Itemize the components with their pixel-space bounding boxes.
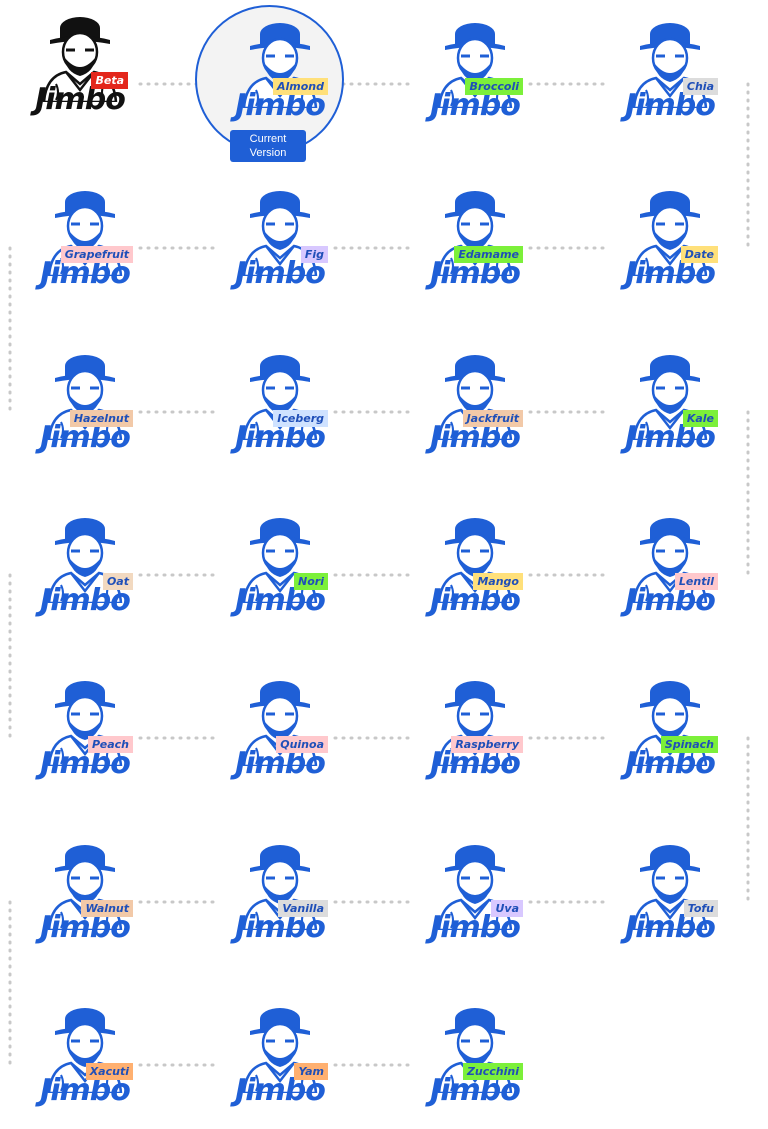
current-version-label: Current Version xyxy=(249,133,287,159)
man-in-hat-icon xyxy=(242,191,318,276)
version-logo-fig: Jimbo Fig xyxy=(230,188,330,300)
version-logo-date: Jimbo Date xyxy=(620,188,720,300)
version-logo-tofu: Jimbo Tofu xyxy=(620,842,720,954)
version-tag: Oat xyxy=(102,573,133,590)
version-tag: Zucchini xyxy=(462,1063,523,1080)
version-tag: Yam xyxy=(294,1063,328,1080)
version-tag: Iceberg xyxy=(273,410,328,427)
version-tag: Edamame xyxy=(454,246,523,263)
version-tag: Nori xyxy=(294,573,328,590)
version-tag: Peach xyxy=(87,736,133,753)
version-tag: Spinach xyxy=(660,736,718,753)
version-logo-oat: Jimbo Oat xyxy=(35,515,135,627)
man-in-hat-icon xyxy=(437,845,513,930)
version-tag: Quinoa xyxy=(276,736,328,753)
version-logo-chia: Jimbo Chia xyxy=(620,20,720,132)
man-in-hat-icon xyxy=(242,681,318,766)
version-tag: Uva xyxy=(491,900,523,917)
version-tag: Chia xyxy=(682,78,718,95)
version-tag: Mango xyxy=(473,573,523,590)
beta-tag: Beta xyxy=(91,72,128,89)
version-logo-kale: Jimbo Kale xyxy=(620,352,720,464)
version-logo-hazelnut: Jimbo Hazelnut xyxy=(35,352,135,464)
version-tag: Fig xyxy=(300,246,328,263)
version-tag: Grapefruit xyxy=(60,246,133,263)
version-logo-grapefruit: Jimbo Grapefruit xyxy=(35,188,135,300)
current-version-badge: Current Version xyxy=(230,130,306,162)
version-logo-walnut: Jimbo Walnut xyxy=(35,842,135,954)
man-in-hat-icon xyxy=(632,845,708,930)
version-logo-jackfruit: Jimbo Jackfruit xyxy=(425,352,525,464)
beta-logo: Jimbo Beta xyxy=(30,14,130,126)
version-tag: Almond xyxy=(272,78,328,95)
version-logo-vanilla: Jimbo Vanilla xyxy=(230,842,330,954)
version-logo-zucchini: Jimbo Zucchini xyxy=(425,1005,525,1117)
version-tag: Xacuti xyxy=(85,1063,133,1080)
version-logo-peach: Jimbo Peach xyxy=(35,678,135,790)
version-tag: Kale xyxy=(682,410,718,427)
version-tag: Jackfruit xyxy=(462,410,523,427)
version-logo-raspberry: Jimbo Raspberry xyxy=(425,678,525,790)
version-logo-nori: Jimbo Nori xyxy=(230,515,330,627)
version-tag: Lentil xyxy=(674,573,718,590)
version-tag: Hazelnut xyxy=(69,410,133,427)
man-in-hat-icon xyxy=(242,23,318,108)
version-logo-mango: Jimbo Mango xyxy=(425,515,525,627)
version-logo-uva: Jimbo Uva xyxy=(425,842,525,954)
version-logo-broccoli: Jimbo Broccoli xyxy=(425,20,525,132)
version-logo-edamame: Jimbo Edamame xyxy=(425,188,525,300)
version-tag: Walnut xyxy=(81,900,133,917)
version-logo-lentil: Jimbo Lentil xyxy=(620,515,720,627)
version-logo-xacuti: Jimbo Xacuti xyxy=(35,1005,135,1117)
version-logo-almond: Jimbo Almond xyxy=(230,20,330,132)
version-logo-iceberg: Jimbo Iceberg xyxy=(230,352,330,464)
version-tag: Raspberry xyxy=(451,736,523,753)
version-tag: Date xyxy=(680,246,718,263)
version-tag: Broccoli xyxy=(465,78,523,95)
version-logo-spinach: Jimbo Spinach xyxy=(620,678,720,790)
version-logo-quinoa: Jimbo Quinoa xyxy=(230,678,330,790)
version-tag: Vanilla xyxy=(278,900,328,917)
version-tag: Tofu xyxy=(683,900,718,917)
version-logo-yam: Jimbo Yam xyxy=(230,1005,330,1117)
